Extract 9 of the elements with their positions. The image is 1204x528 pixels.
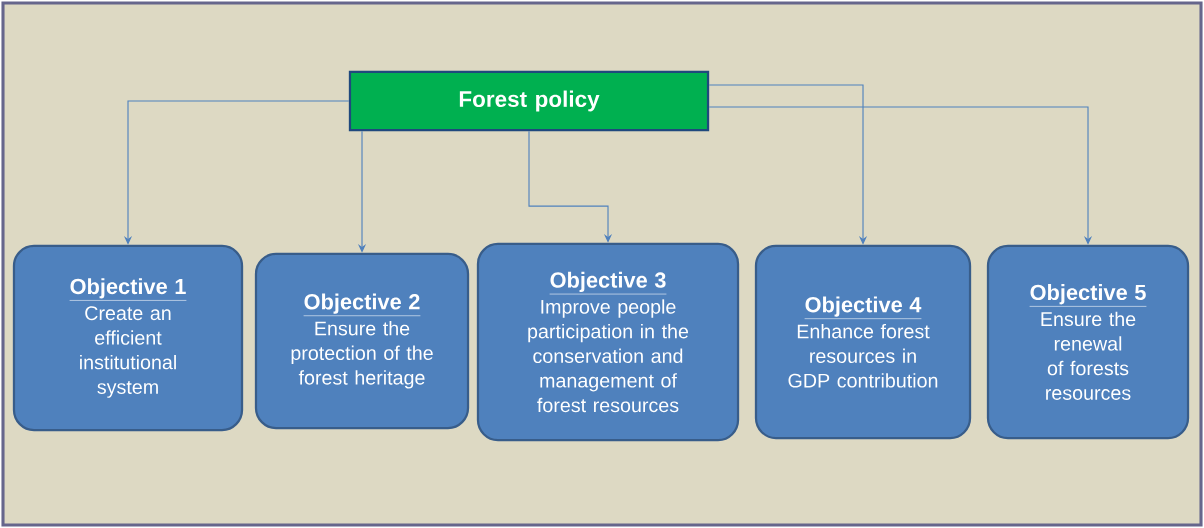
title-box: Forest policy [348, 70, 710, 132]
objective-box: Objective 3 Improve people participation in the conservation and management of forest resources [476, 242, 740, 442]
arrow [528, 130, 613, 243]
objective-box: Objective 1 Create an efficient institutional system [12, 244, 244, 432]
objective-box: Objective 4 Enhance forest resources in GDP contribution [754, 244, 972, 440]
arrow [708, 106, 1093, 245]
arrow [708, 84, 868, 245]
objective-box: Objective 2 Ensure the protection of the forest heritage [254, 252, 470, 430]
objective-box: Objective 5 Ensure the renewal of forests resources [986, 244, 1190, 440]
